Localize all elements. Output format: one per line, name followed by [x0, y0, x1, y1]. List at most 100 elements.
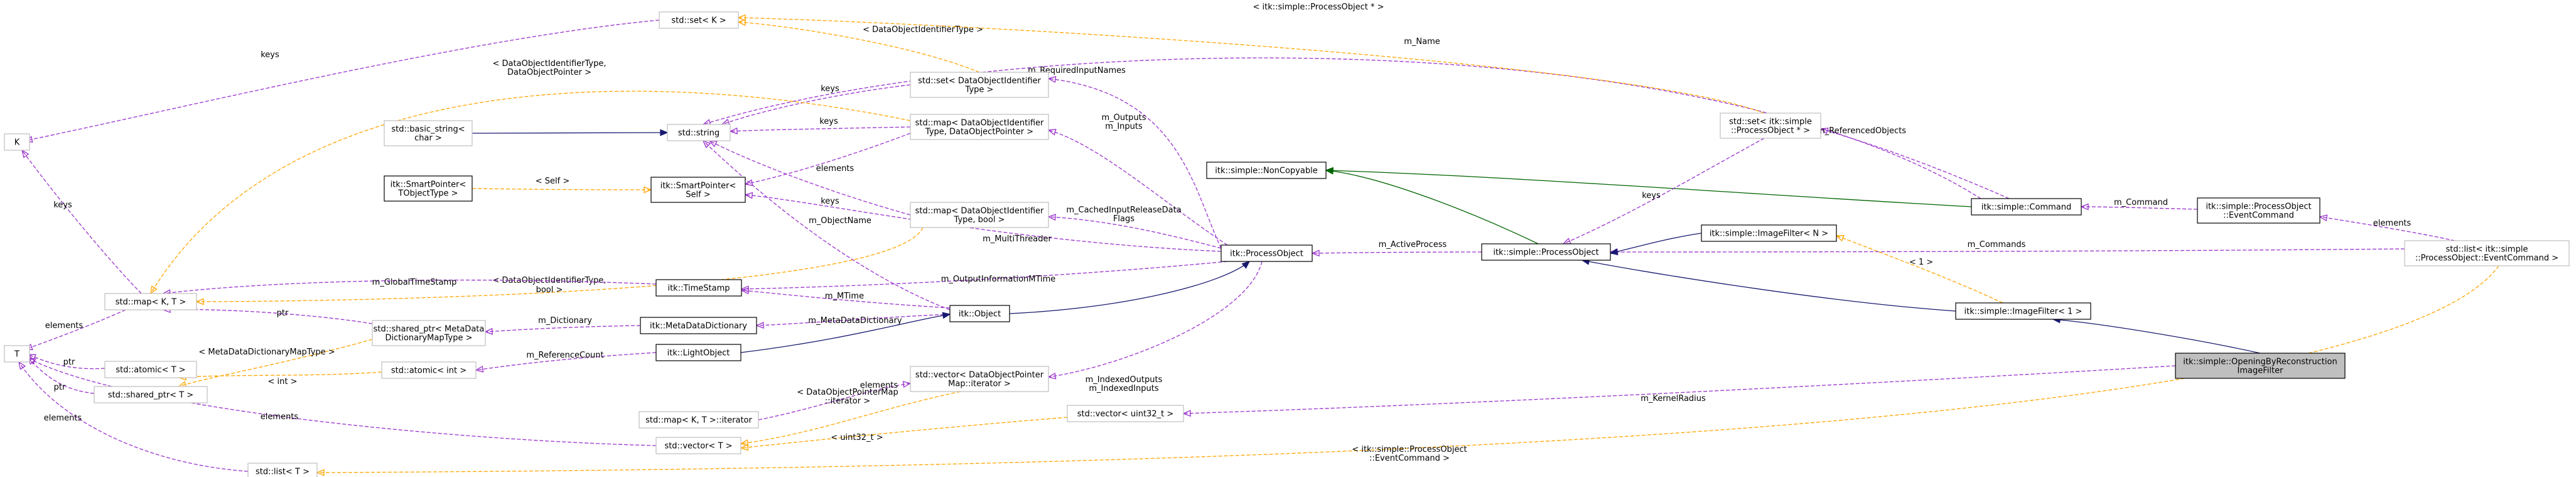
edge-label: m_ReferencedObjects [1817, 126, 1906, 136]
edge-label: Flags [1113, 214, 1134, 224]
edge-label: < 1 > [1909, 258, 1933, 267]
node-label: std::string [678, 129, 719, 138]
edge-e_sharedT_T: ptr [27, 356, 95, 394]
node-noncopyable[interactable]: itk::simple::NonCopyable [1206, 162, 1327, 179]
node-label: itk::SmartPointer< [660, 182, 736, 191]
edge-e_mapiter_vec: elements [758, 381, 912, 420]
edge-e_setspo_cmd: m_ReferencedObjects [1817, 126, 2010, 199]
node-label: Type, bool > [954, 216, 1005, 225]
node-imagefilter-1[interactable]: itk::simple::ImageFilter< 1 > [1955, 302, 2091, 320]
node-label: ImageFilter [2238, 366, 2284, 376]
e_po_ts-line [741, 261, 1228, 290]
edge-label: < DataObjectPointerMap [797, 388, 898, 397]
edge-label: bool > [536, 285, 563, 295]
edge-e_setspo_spo: keys [1562, 138, 1765, 244]
edge-e_atomicT_T: ptr [27, 354, 105, 370]
node-mdd[interactable]: itk::MetaDataDictionary [640, 317, 757, 334]
edge-e_obj_str: m_ObjectName [702, 140, 951, 310]
node-box [655, 279, 742, 297]
node-T: T [4, 345, 30, 363]
edge-e_basicstr_str [472, 129, 669, 136]
node-box [94, 386, 208, 403]
e_cmd_str-line [703, 57, 1981, 199]
node-label: std::vector< DataObjectPointer [915, 371, 1044, 380]
e_ifN_if1-line [1836, 235, 2003, 304]
node-label: std::shared_ptr< T > [108, 391, 193, 400]
node-label: char > [414, 134, 442, 143]
e_lo_obj-line [740, 314, 951, 353]
node-box [659, 11, 739, 29]
node-vector-uint32: std::vector< uint32_t > [1067, 405, 1184, 422]
node-atomic-T: std::atomic< T > [104, 361, 197, 378]
node-basic-string: std::basic_string<char > [384, 120, 473, 146]
e_setdoid_str-line [721, 84, 911, 125]
e_vectorT_T-line [28, 358, 657, 446]
node-label: std::list< T > [256, 468, 310, 477]
e_po_setdoid-arrowhead [1047, 75, 1057, 83]
edge-label: DataObjectPointer > [507, 68, 591, 77]
node-box [910, 202, 1049, 228]
edge-e_nc_spo [1325, 167, 1539, 244]
e_ts_mapKT-line [163, 280, 657, 294]
edges-layer: keyskeyselementsptrptrelementselementske… [18, 3, 2499, 476]
node-command[interactable]: itk::simple::Command [1971, 198, 2082, 216]
e_sharedT_T-line [28, 356, 95, 394]
edge-label: m_Name [1404, 37, 1440, 47]
edge-label: keys [261, 50, 279, 60]
e_listT_T-arrowhead [18, 361, 26, 370]
e_nc_spo-line [1325, 170, 1539, 244]
node-map-doid-ptr: std::map< DataObjectIdentifierType, Data… [910, 114, 1049, 140]
edge-e_ts_mapKT: m_GlobalTimeStamp [162, 278, 657, 297]
node-label: std::set< K > [671, 16, 726, 26]
edge-label: m_MTime [825, 292, 864, 301]
edge-e_vectorT_uint: < uint32_t > [740, 417, 1068, 451]
edge-label: m_MetaDataDictionary [808, 316, 902, 326]
edge-label: m_ObjectName [809, 216, 871, 226]
edge-label: m_IndexedInputs [1089, 384, 1158, 393]
node-s-processobject[interactable]: itk::simple::ProcessObject [1481, 243, 1611, 261]
edge-e_spo_po: m_ActiveProcess [1311, 240, 1482, 257]
node-object[interactable]: itk::Object [949, 305, 1010, 322]
node-label: DictionaryMapType > [385, 334, 473, 343]
edge-e_sp_self: < Self > [472, 177, 652, 194]
node-label: std::set< DataObjectIdentifier [918, 77, 1041, 86]
node-box [1720, 112, 1821, 139]
edge-label: m_ActiveProcess [1379, 240, 1447, 249]
node-smartptr-T[interactable]: itk::SmartPointer<TObjectType > [384, 175, 473, 202]
node-shared-ptr-mdd: std::shared_ptr< MetaDataDictionaryMapTy… [372, 320, 486, 346]
node-label: ::EventCommand [2223, 211, 2294, 221]
node-label: ::ProcessObject * > [1731, 126, 1810, 136]
e_list_spo-line [1610, 248, 2405, 253]
edge-label: < DataObjectIdentifierType, [493, 59, 606, 69]
e_mapKT_K-arrowhead [21, 149, 30, 158]
node-lightobject[interactable]: itk::LightObject [655, 344, 741, 361]
edge-label: elements [816, 164, 854, 173]
node-processobject[interactable]: itk::ProcessObject [1221, 244, 1313, 262]
edge-label: m_RequiredInputNames [1028, 66, 1126, 75]
e_vectorT_vdopm-arrowhead [740, 439, 749, 446]
edge-label: m_Inputs [1105, 122, 1143, 131]
node-label: K [14, 138, 20, 148]
edge-label: elements [261, 412, 299, 422]
e_lo_atomicint-arrowhead [475, 365, 484, 373]
node-timestamp[interactable]: itk::TimeStamp [655, 279, 742, 297]
e_if1_spo-line [1582, 260, 1956, 312]
node-box [655, 437, 741, 454]
edge-e_setK_setdoid: < DataObjectIdentifierType > [737, 19, 983, 73]
node-opening[interactable]: itk::simple::OpeningByReconstructionImag… [2175, 353, 2346, 379]
edge-label: m_CachedInputReleaseData [1066, 206, 1181, 215]
e_mapiter_vec-arrowhead [902, 381, 912, 388]
e_spo_po-line [1312, 251, 1482, 254]
node-box [1971, 198, 2082, 216]
node-imagefilter-N[interactable]: itk::simple::ImageFilter< N > [1701, 224, 1837, 242]
edge-label: ptr [63, 358, 75, 367]
e_ifN_if1-arrowhead [1835, 235, 1845, 242]
edge-e_ifN_if1: < 1 > [1835, 235, 2003, 304]
node-smartptr-self[interactable]: itk::SmartPointer<Self > [650, 177, 746, 203]
edge-e_lo_atomicint: m_ReferenceCount [475, 351, 657, 373]
node-label: std::shared_ptr< MetaData [374, 325, 485, 334]
node-label: std::atomic< int > [391, 366, 466, 376]
edge-e_obj_ts: m_MTime [740, 287, 951, 309]
node-eventcommand[interactable]: itk::simple::ProcessObject::EventCommand [2197, 197, 2320, 224]
e_ifN_spo-line [1610, 233, 1702, 254]
